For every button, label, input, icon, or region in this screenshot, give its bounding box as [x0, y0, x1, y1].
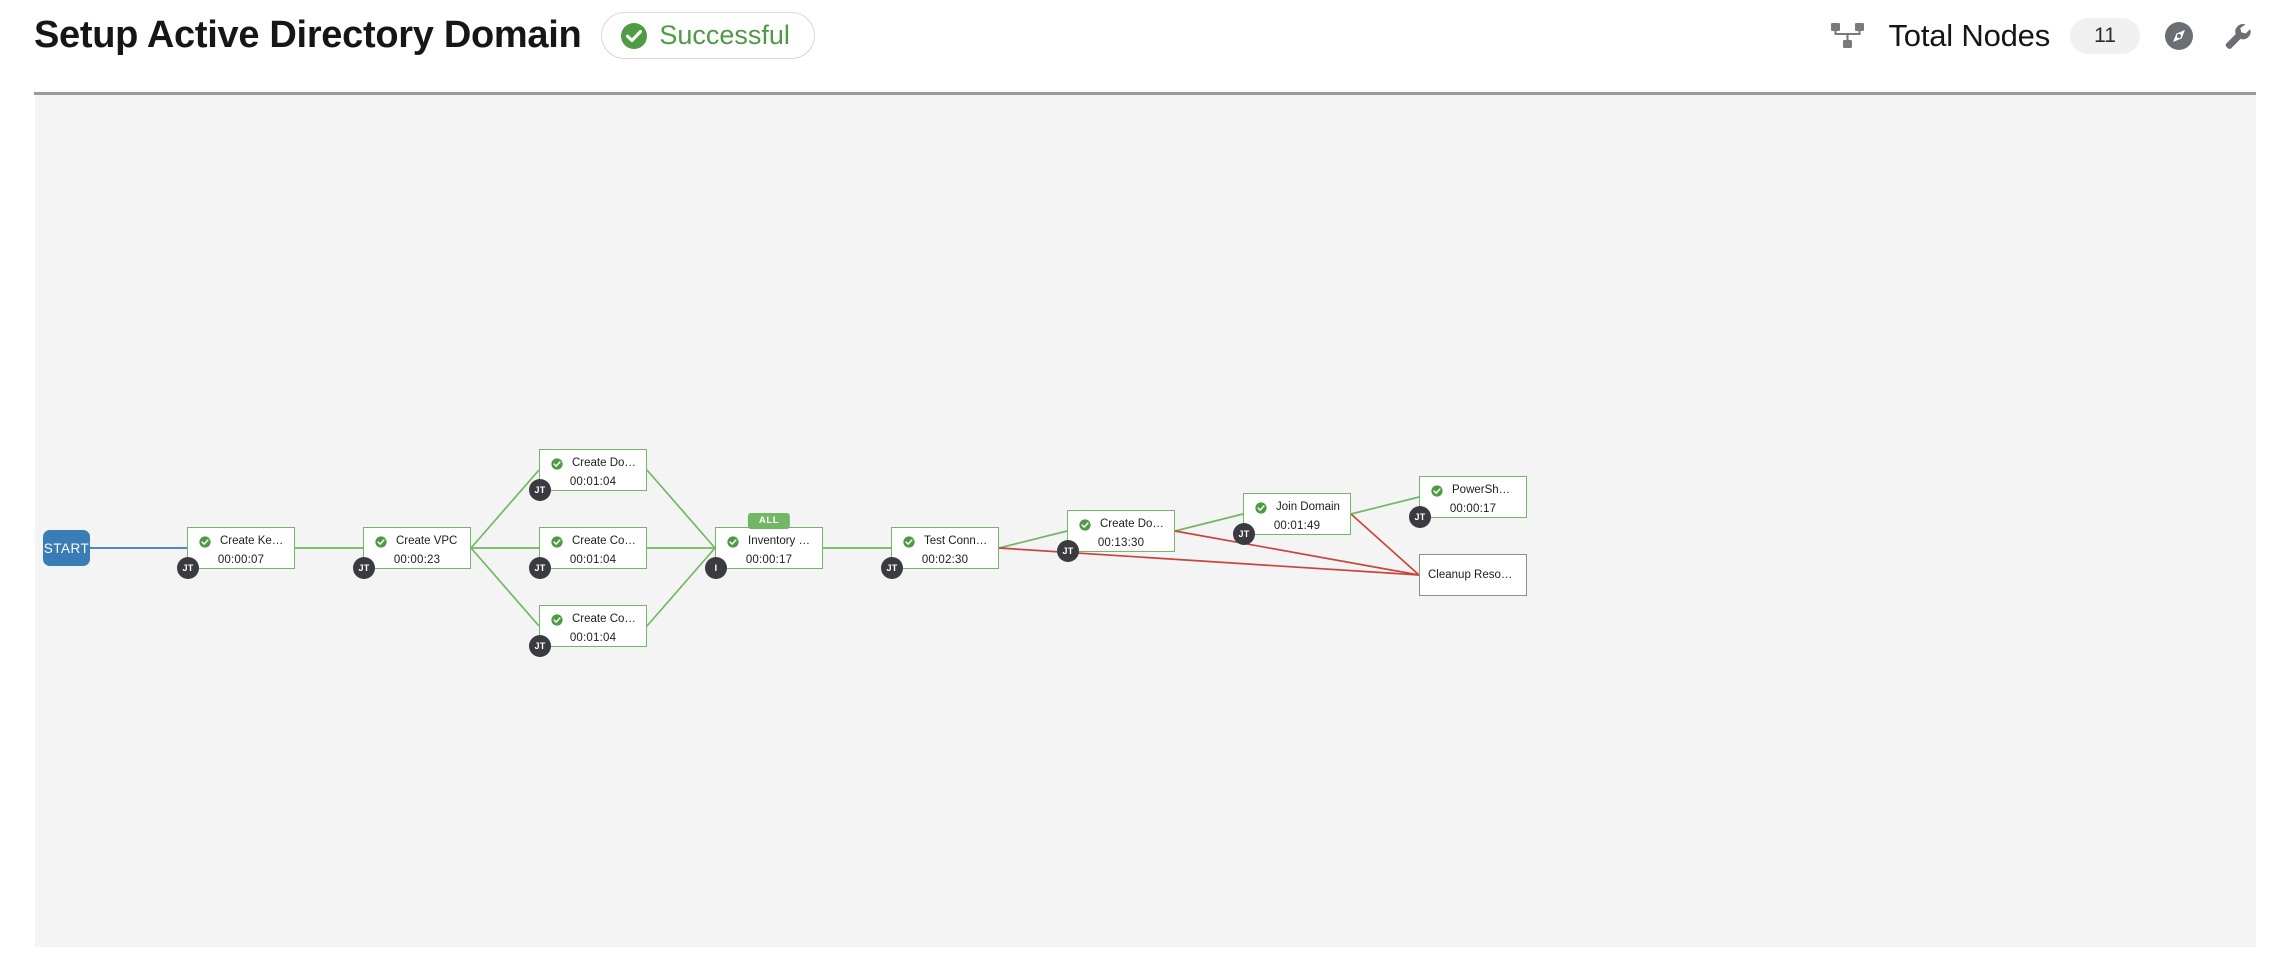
- node-title: Create Domain Contr...: [572, 456, 636, 469]
- workflow-node-join-domain[interactable]: Join Domain 00:01:49 JT: [1233, 493, 1351, 545]
- workflow-node-create-computer-2[interactable]: Create Computer (2) 00:01:04 JT: [529, 605, 647, 657]
- node-credential-badge[interactable]: JT: [529, 635, 551, 657]
- node-credential-badge[interactable]: JT: [529, 479, 551, 501]
- page-title: Setup Active Directory Domain: [34, 14, 582, 56]
- node-scope-badge: ALL: [747, 513, 791, 529]
- node-header: Create Domain Contr...: [540, 453, 646, 473]
- node-duration: 00:13:30: [1097, 536, 1145, 549]
- node-header: Join Domain: [1244, 497, 1350, 517]
- check-circle-icon: [375, 535, 387, 548]
- node-credential-badge[interactable]: JT: [1233, 523, 1255, 545]
- node-header: PowerShell Validation: [1420, 480, 1526, 500]
- node-header: Create Computer (1): [540, 531, 646, 551]
- workflow-node-create-computer-1[interactable]: Create Computer (1) 00:01:04 JT: [529, 527, 647, 579]
- workflow-node-create-domain-controller[interactable]: Create Domain Contr... 00:01:04 JT: [529, 449, 647, 501]
- node-duration: 00:01:04: [569, 553, 617, 566]
- edge-joindomain-cleanup: [1350, 513, 1420, 576]
- node-title: Create Computer (2): [572, 612, 636, 625]
- edge-vpc-dc: [470, 469, 540, 549]
- workflow-node-inventory-sync[interactable]: ALL Inventory Sync 00:00:17 I: [705, 513, 823, 579]
- workflow-node-powershell-validation[interactable]: PowerShell Validation 00:00:17 JT: [1409, 476, 1527, 528]
- node-duration: 00:01:04: [569, 475, 617, 488]
- workflow-node-test-connectivity[interactable]: Test Connectivity 00:02:30 JT: [881, 527, 999, 579]
- node-credential-badge[interactable]: JT: [1057, 540, 1079, 562]
- node-title: Join Domain: [1276, 500, 1340, 513]
- node-credential-badge[interactable]: JT: [177, 557, 199, 579]
- sitemap-icon: [1830, 21, 1868, 51]
- edge-joindomain-powershell: [1350, 496, 1420, 515]
- node-title: Test Connectivity: [924, 534, 988, 547]
- workflow-node-create-domain[interactable]: Create Domain 00:13:30 JT: [1057, 510, 1175, 562]
- wrench-icon[interactable]: [2218, 17, 2256, 55]
- node-title: PowerShell Validation: [1452, 483, 1516, 496]
- node-duration: 00:00:17: [1449, 502, 1497, 515]
- start-node-label: START: [43, 540, 90, 556]
- workflow-edges: [90, 469, 1420, 627]
- node-credential-badge[interactable]: JT: [353, 557, 375, 579]
- node-header: Inventory Sync: [716, 531, 822, 551]
- check-circle-icon: [903, 535, 915, 548]
- check-circle-icon: [727, 535, 739, 548]
- node-credential-badge[interactable]: JT: [529, 557, 551, 579]
- node-header: Cleanup Resources: [1420, 565, 1526, 585]
- node-title: Create Computer (1): [572, 534, 636, 547]
- node-title: Create Domain: [1100, 517, 1164, 530]
- compass-icon[interactable]: [2160, 17, 2198, 55]
- edge-createdomain-joindomain: [1174, 513, 1244, 532]
- node-header: Create Keypair: [188, 531, 294, 551]
- check-circle-icon: [551, 613, 563, 626]
- workflow-node-cleanup-resources[interactable]: Cleanup Resources: [1419, 554, 1527, 596]
- edge-createdomain-cleanup: [1174, 530, 1420, 576]
- check-circle-icon: [620, 22, 648, 50]
- check-circle-icon: [551, 457, 563, 470]
- start-node[interactable]: START: [43, 530, 90, 566]
- check-circle-icon: [1255, 501, 1267, 514]
- node-duration: 00:00:23: [393, 553, 441, 566]
- node-credential-badge[interactable]: JT: [1409, 506, 1431, 528]
- workflow-node-create-vpc[interactable]: Create VPC 00:00:23 JT: [353, 527, 471, 579]
- edge-dc-inventory: [646, 469, 716, 549]
- header-left-group: Setup Active Directory Domain Successful: [34, 12, 815, 59]
- node-title: Inventory Sync: [748, 534, 812, 547]
- edge-test-createdomain: [998, 530, 1068, 549]
- node-header: Create Computer (2): [540, 609, 646, 629]
- status-label: Successful: [659, 20, 790, 50]
- node-duration: 00:01:04: [569, 631, 617, 644]
- check-circle-icon: [551, 535, 563, 548]
- total-nodes-count-badge: 11: [2070, 18, 2140, 54]
- node-title: Cleanup Resources: [1428, 569, 1518, 581]
- edge-vpc-comp2: [470, 547, 540, 627]
- node-duration: 00:02:30: [921, 553, 969, 566]
- node-credential-badge[interactable]: I: [705, 557, 727, 579]
- workflow-node-create-keypair[interactable]: Create Keypair 00:00:07 JT: [177, 527, 295, 579]
- check-circle-icon: [1431, 484, 1443, 497]
- node-header: Create Domain: [1068, 514, 1174, 534]
- header-right-group: Total Nodes 11: [1830, 0, 2256, 72]
- check-circle-icon: [199, 535, 211, 548]
- edge-comp2-inventory: [646, 547, 716, 627]
- check-circle-icon: [1079, 518, 1091, 531]
- node-duration: 00:01:49: [1273, 519, 1321, 532]
- total-nodes-label: Total Nodes: [1888, 18, 2050, 53]
- status-badge: Successful: [601, 12, 815, 59]
- node-duration: 00:00:07: [217, 553, 265, 566]
- header-divider: [34, 92, 2256, 95]
- node-header: Create VPC: [364, 531, 470, 551]
- node-header: Test Connectivity: [892, 531, 998, 551]
- app-header: Setup Active Directory Domain Successful…: [0, 0, 2290, 95]
- node-credential-badge[interactable]: JT: [881, 557, 903, 579]
- node-title: Create VPC: [396, 534, 458, 547]
- node-duration: 00:00:17: [745, 553, 793, 566]
- node-title: Create Keypair: [220, 534, 284, 547]
